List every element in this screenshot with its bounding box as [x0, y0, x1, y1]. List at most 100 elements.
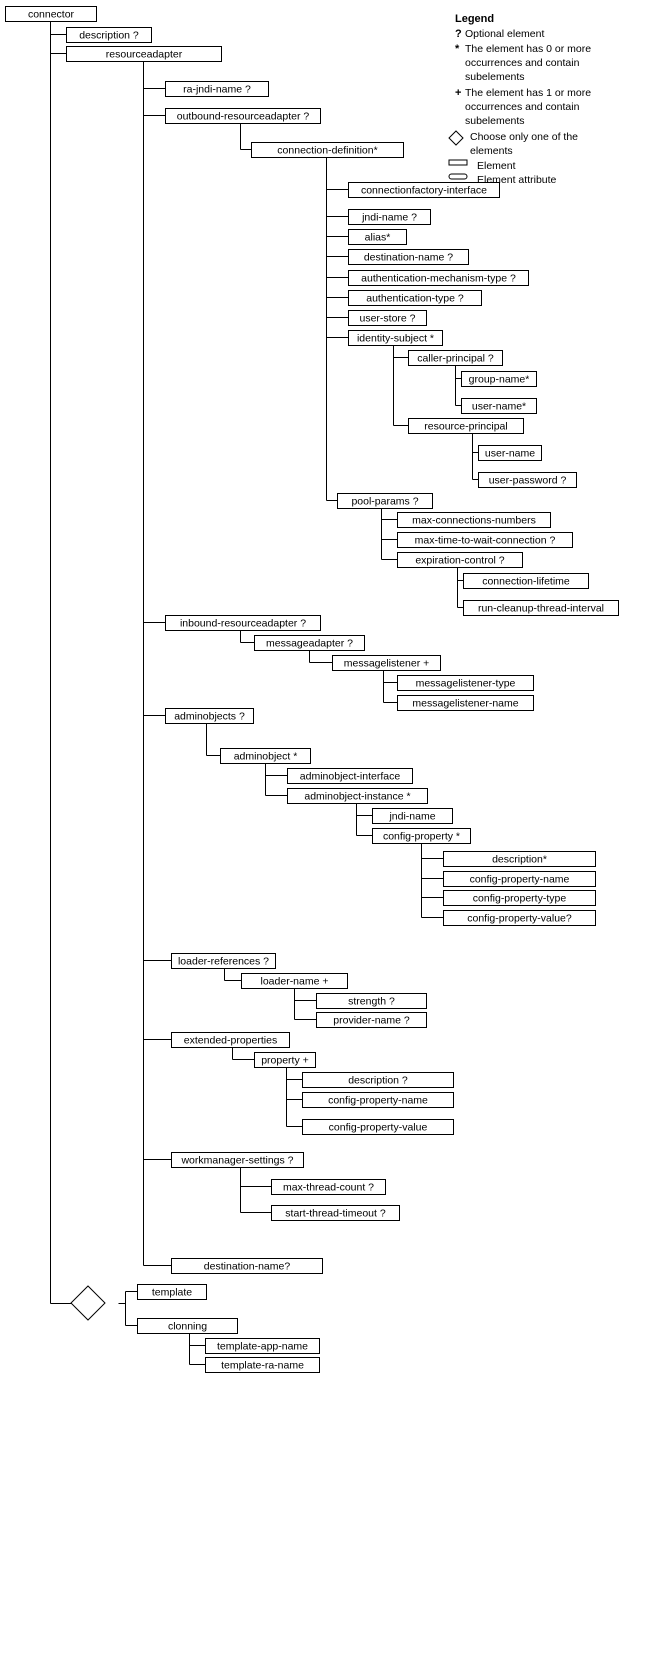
node-label: adminobject-instance * [304, 791, 410, 803]
node-box [348, 290, 482, 306]
node-box [220, 748, 311, 764]
node-ep-description: description ? [302, 1072, 454, 1088]
node-box [302, 1119, 454, 1135]
node-label: provider-name ? [333, 1015, 410, 1027]
node-caller-principal: caller-principal ? [408, 350, 503, 366]
node-messageadapter: messageadapter ? [254, 635, 365, 651]
node-authentication-mechanism-type: authentication-mechanism-type ? [348, 270, 529, 286]
node-box [137, 1318, 238, 1334]
legend-element-box-icon [448, 159, 468, 166]
legend-attribute-text: Element attribute [477, 174, 557, 186]
node-messagelistener-type: messagelistener-type [397, 675, 534, 691]
node-ra-destination-name: destination-name? [171, 1258, 323, 1274]
node-box [397, 695, 534, 711]
legend-star-line-2: occurrences and contain [465, 57, 580, 69]
node-label: description* [492, 854, 547, 866]
node-inbound-resourceadapter: inbound-resourceadapter ? [165, 615, 321, 631]
node-adminobjects: adminobjects ? [165, 708, 254, 724]
node-label: connection-definition* [277, 145, 377, 157]
node-label: config-property-type [473, 893, 567, 905]
node-label: user-name [485, 448, 535, 460]
node-outbound-resourceadapter: outbound-resourceadapter ? [165, 108, 321, 124]
node-box [397, 552, 523, 568]
node-label: connectionfactory-interface [361, 185, 487, 197]
node-ra-jndi-name: ra-jndi-name ? [165, 81, 269, 97]
node-label: caller-principal ? [417, 353, 494, 365]
node-cp-name: config-property-name [443, 871, 596, 887]
node-box [171, 1032, 290, 1048]
node-config-property: config-property * [372, 828, 471, 844]
node-label: run-cleanup-thread-interval [478, 603, 604, 615]
node-pool-params: pool-params ? [337, 493, 433, 509]
node-label: group-name* [469, 374, 530, 386]
node-user-password: user-password ? [478, 472, 577, 488]
node-label: destination-name ? [364, 252, 453, 264]
node-label: adminobjects ? [174, 711, 245, 723]
node-label: config-property-value [329, 1122, 428, 1134]
node-label: identity-subject * [357, 333, 434, 345]
node-start-thread-timeout: start-thread-timeout ? [271, 1205, 400, 1221]
node-box [443, 910, 596, 926]
node-label: user-name* [472, 401, 526, 413]
legend-plus-line-1: The element has 1 or more [465, 87, 591, 99]
node-label: template-ra-name [221, 1360, 304, 1372]
node-box [461, 371, 537, 387]
node-box [165, 615, 321, 631]
node-user-store: user-store ? [348, 310, 427, 326]
node-clonning: clonning [137, 1318, 238, 1334]
node-label: messagelistener-name [412, 698, 518, 710]
node-max-time-to-wait-connection: max-time-to-wait-connection ? [397, 532, 573, 548]
node-label: config-property-name [328, 1095, 428, 1107]
node-box [165, 108, 321, 124]
node-box [348, 209, 431, 225]
node-box [397, 512, 551, 528]
node-label: pool-params ? [351, 496, 418, 508]
node-box [372, 808, 453, 824]
node-max-thread-count: max-thread-count ? [271, 1179, 386, 1195]
node-template-app-name: template-app-name [205, 1338, 320, 1354]
legend-plus-line-3: subelements [465, 115, 525, 127]
node-box [271, 1205, 400, 1221]
tree-connectors [50, 21, 479, 1365]
node-label: template [152, 1287, 192, 1299]
node-box [463, 573, 589, 589]
legend-element-text: Element [477, 160, 516, 172]
node-box [316, 1012, 427, 1028]
node-box [461, 398, 537, 414]
node-box [348, 182, 500, 198]
node-label: messagelistener + [344, 658, 430, 670]
node-box [302, 1092, 454, 1108]
node-label: authentication-mechanism-type ? [361, 273, 516, 285]
node-resourceadapter: resourceadapter [66, 46, 222, 62]
node-box [397, 532, 573, 548]
node-label: config-property-value? [467, 913, 572, 925]
node-box [332, 655, 441, 671]
node-box [478, 472, 577, 488]
node-box [397, 675, 534, 691]
node-messagelistener: messagelistener + [332, 655, 441, 671]
node-box [254, 635, 365, 651]
node-label: messageadapter ? [266, 638, 353, 650]
node-group-name: group-name* [461, 371, 537, 387]
node-label: extended-properties [184, 1035, 277, 1047]
node-label: clonning [168, 1321, 207, 1333]
node-box [408, 418, 524, 434]
node-label: ra-jndi-name ? [183, 84, 251, 96]
node-template: template [137, 1284, 207, 1300]
node-provider-name: provider-name ? [316, 1012, 427, 1028]
node-label: expiration-control ? [415, 555, 504, 567]
node-box [165, 708, 254, 724]
node-box [66, 46, 222, 62]
node-adminobject-instance: adminobject-instance * [287, 788, 428, 804]
node-box [205, 1357, 320, 1373]
node-box [348, 270, 529, 286]
node-box [241, 973, 348, 989]
node-box [348, 330, 443, 346]
node-run-cleanup-thread-interval: run-cleanup-thread-interval [463, 600, 619, 616]
node-extended-properties: extended-properties [171, 1032, 290, 1048]
node-cp-type: config-property-type [443, 890, 596, 906]
legend-choice-line-2: elements [470, 145, 513, 157]
node-label: max-connections-numbers [412, 515, 536, 527]
node-ep-cp-value: config-property-value [302, 1119, 454, 1135]
